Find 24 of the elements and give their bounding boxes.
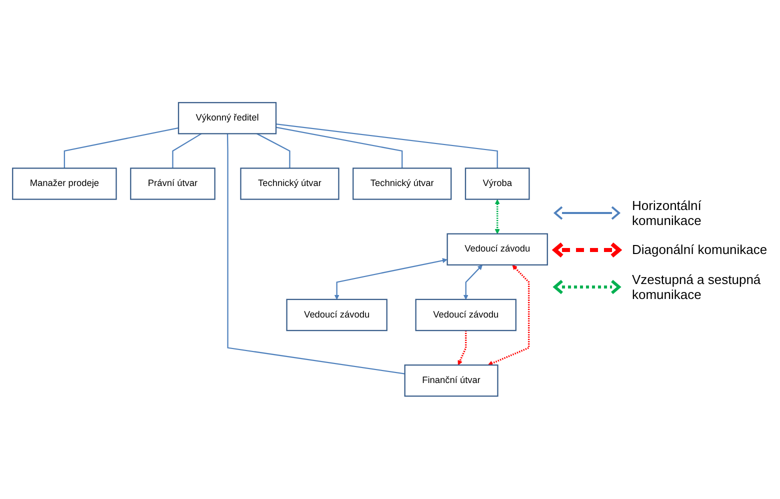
connector xyxy=(276,126,403,168)
connector xyxy=(226,134,405,374)
arrow xyxy=(458,330,467,366)
node-box: Vedoucí závodu xyxy=(286,299,388,332)
node-box: Vedoucí závodu xyxy=(446,233,548,266)
node-box: Technický útvar xyxy=(240,168,340,200)
node-box: Finanční útvar xyxy=(404,364,498,397)
node-box: Výroba xyxy=(464,168,530,200)
legend-text: Horizontální komunikace xyxy=(632,198,702,228)
arrow xyxy=(334,258,448,300)
node-box: Vedoucí závodu xyxy=(415,299,516,332)
arrow xyxy=(494,199,500,234)
connector xyxy=(172,133,202,168)
node-box: Právní útvar xyxy=(130,168,216,200)
connector xyxy=(276,124,498,168)
arrow xyxy=(488,264,530,366)
legend-text: Vzestupná a sestupná komunikace xyxy=(632,272,762,302)
node-box: Manažer prodeje xyxy=(12,168,117,200)
node-box: Výkonný ředitel xyxy=(178,102,277,134)
legend-text: Diagonální komunikace xyxy=(632,242,768,257)
arrow xyxy=(463,264,482,300)
connector xyxy=(64,128,179,168)
node-box: Technický útvar xyxy=(352,168,452,200)
connector xyxy=(256,133,290,168)
